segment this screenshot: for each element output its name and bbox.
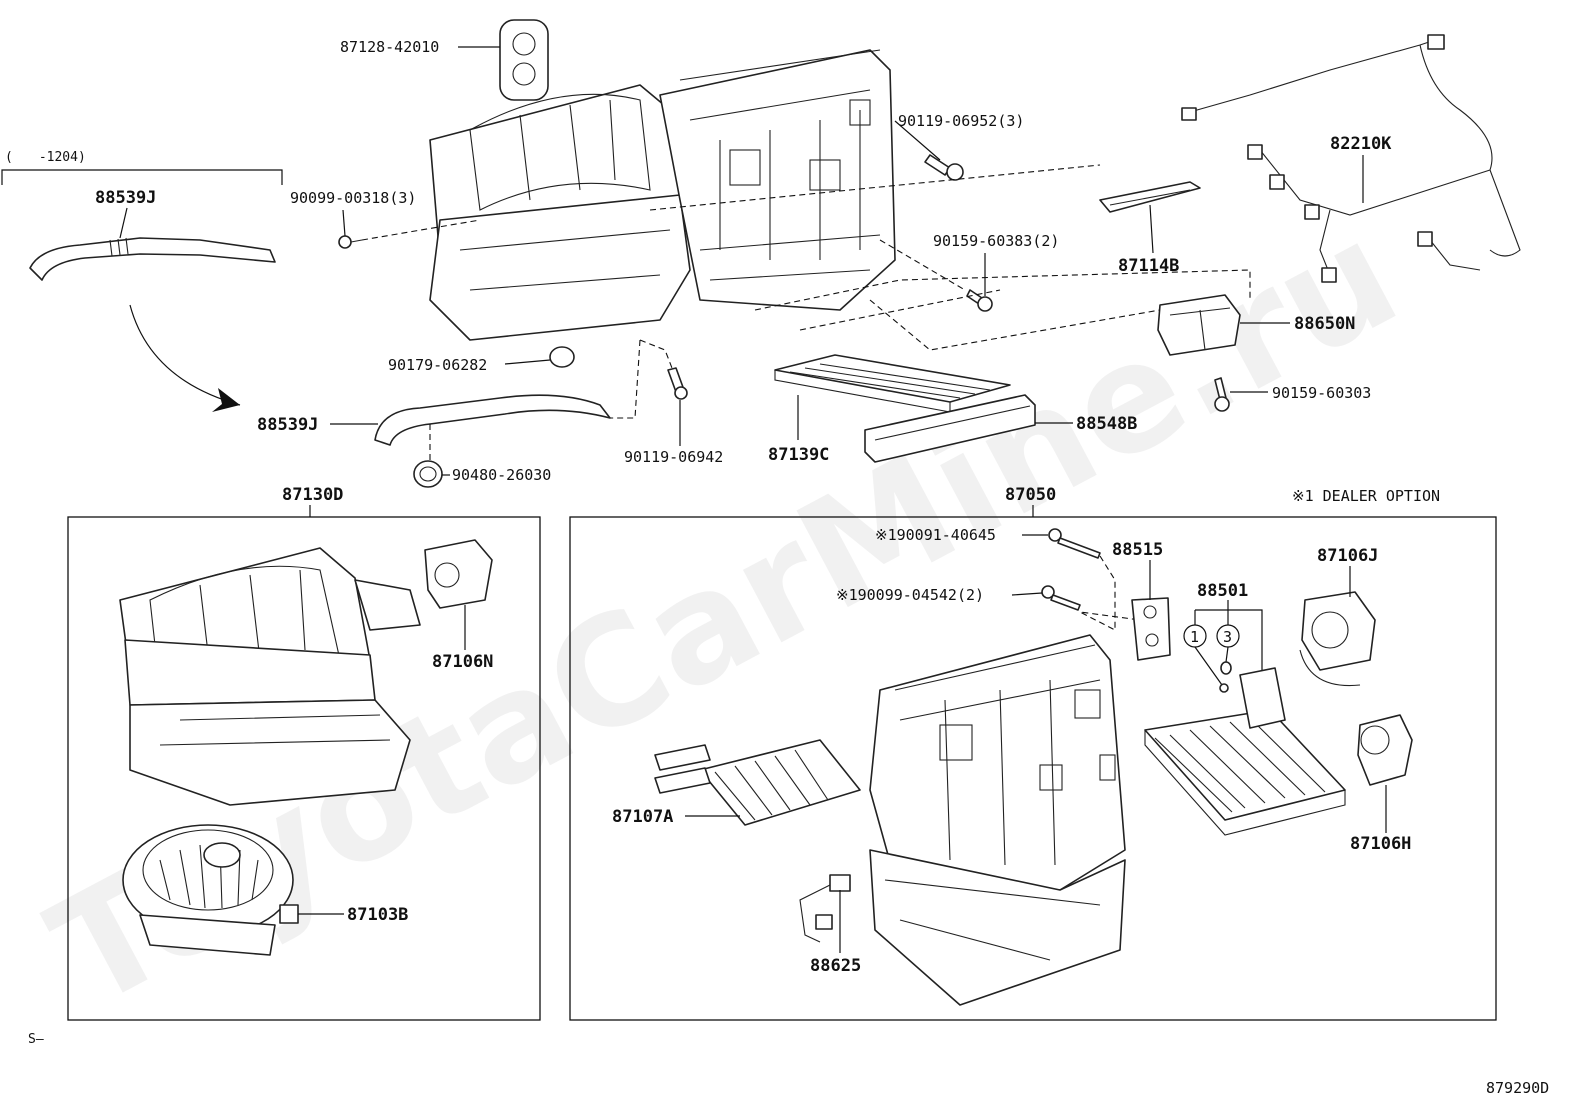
label-88650N: 88650N bbox=[1294, 314, 1355, 334]
screw-90099-00318 bbox=[338, 235, 363, 249]
dash-line bbox=[1079, 555, 1141, 631]
screw-90159-60303 bbox=[1214, 377, 1230, 412]
circle-callout-1: 1 bbox=[1183, 624, 1207, 648]
screw-90119-06942 bbox=[667, 367, 688, 400]
arrowhead bbox=[212, 388, 240, 412]
servo-motor-87106J bbox=[1299, 591, 1376, 687]
footer-left: S– bbox=[28, 1032, 44, 1047]
leader bbox=[894, 120, 941, 161]
label-82210K: 82210K bbox=[1330, 134, 1392, 154]
label-87128-42010: 87128-42010 bbox=[340, 38, 439, 56]
sensor-88625 bbox=[799, 874, 851, 943]
label-88548B: 88548B bbox=[1076, 414, 1137, 434]
label-87106H: 87106H bbox=[1350, 834, 1411, 854]
circle-callout-3: 3 bbox=[1216, 624, 1240, 648]
dash-line bbox=[754, 269, 1251, 311]
label-87139C: 87139C bbox=[768, 445, 829, 465]
label-90099-04542: ※190099-04542(2) bbox=[836, 586, 984, 604]
label-90480-26030: 90480-26030 bbox=[452, 466, 551, 484]
label-88539J-top: 88539J bbox=[95, 188, 156, 208]
diagram-code: 879290D bbox=[1486, 1079, 1549, 1097]
dash-line bbox=[869, 299, 1161, 351]
range-bracket bbox=[1, 169, 283, 185]
expansion-valve-88515 bbox=[1131, 597, 1171, 661]
dash-line bbox=[610, 339, 641, 419]
leader bbox=[119, 207, 128, 239]
bolt-90099-04542 bbox=[1041, 585, 1081, 611]
leader bbox=[1011, 592, 1043, 596]
servo-motor-87106N bbox=[424, 539, 493, 609]
o-ring bbox=[1220, 661, 1232, 675]
leader bbox=[342, 209, 346, 237]
dealer-option-note: ※1 DEALER OPTION bbox=[1292, 487, 1440, 505]
label-90179-06282: 90179-06282 bbox=[388, 356, 487, 374]
filter-cover-87114B bbox=[1099, 181, 1201, 213]
hose-88539J-top bbox=[29, 237, 276, 281]
heater-core-87107A bbox=[654, 739, 861, 826]
grommet-90480-26030 bbox=[413, 460, 443, 488]
dash-line bbox=[799, 289, 1001, 331]
leader bbox=[1225, 646, 1229, 663]
leader bbox=[504, 359, 551, 365]
bolt-90091-40645 bbox=[1048, 528, 1101, 559]
label-90099-00318: 90099-00318(3) bbox=[290, 189, 416, 207]
wire-harness-82210K bbox=[1181, 34, 1521, 283]
group-box-87050 bbox=[569, 516, 1497, 1021]
label-90159-60383: 90159-60383(2) bbox=[933, 232, 1059, 250]
hose-88539J-mid bbox=[374, 394, 611, 446]
label-90119-06952: 90119-06952(3) bbox=[898, 112, 1024, 130]
label-88501: 88501 bbox=[1197, 581, 1248, 601]
blower-unit-87130D bbox=[119, 547, 421, 806]
filter-case-88548B bbox=[864, 394, 1036, 463]
reference-arrow bbox=[129, 304, 241, 406]
svg-text:1: 1 bbox=[1190, 628, 1199, 646]
group-label-87050: 87050 bbox=[1005, 485, 1056, 505]
dash-line bbox=[879, 239, 966, 291]
label-87103B: 87103B bbox=[347, 905, 408, 925]
grommet-87128-42010 bbox=[499, 19, 549, 101]
o-ring bbox=[1219, 683, 1229, 693]
label-87106J: 87106J bbox=[1317, 546, 1378, 566]
dash-line bbox=[639, 339, 673, 369]
group-label-87130D: 87130D bbox=[282, 485, 343, 505]
hvac-unit-assembly-top bbox=[429, 49, 896, 341]
leader bbox=[1149, 204, 1154, 254]
label-88515: 88515 bbox=[1112, 540, 1163, 560]
label-90119-06942: 90119-06942 bbox=[624, 448, 723, 466]
label-87114B: 87114B bbox=[1118, 256, 1179, 276]
label-88539J-mid: 88539J bbox=[257, 415, 318, 435]
air-filter-87139C bbox=[774, 354, 1011, 413]
screw-90159-60383 bbox=[966, 289, 993, 312]
hvac-case-87050 bbox=[869, 634, 1126, 1006]
label-90091-40645: ※190091-40645 bbox=[875, 526, 996, 544]
screw-90119-06952 bbox=[924, 154, 964, 181]
leader bbox=[1194, 646, 1223, 686]
range-note: ( -1204) bbox=[5, 150, 86, 165]
group-box-87130D bbox=[67, 516, 541, 1021]
label-88625: 88625 bbox=[810, 956, 861, 976]
label-87107A: 87107A bbox=[612, 807, 673, 827]
evaporator-88501 bbox=[1144, 667, 1346, 836]
servo-motor-87106H bbox=[1357, 714, 1413, 786]
svg-text:3: 3 bbox=[1223, 628, 1232, 646]
label-87106N: 87106N bbox=[432, 652, 493, 672]
dash-line bbox=[649, 164, 1101, 211]
ac-amplifier-88650N bbox=[1157, 294, 1241, 356]
blower-motor-87103B bbox=[122, 824, 299, 956]
grommet-90179-06282 bbox=[549, 346, 575, 368]
leader-bracket bbox=[1194, 600, 1263, 680]
label-90159-60303: 90159-60303 bbox=[1272, 384, 1371, 402]
